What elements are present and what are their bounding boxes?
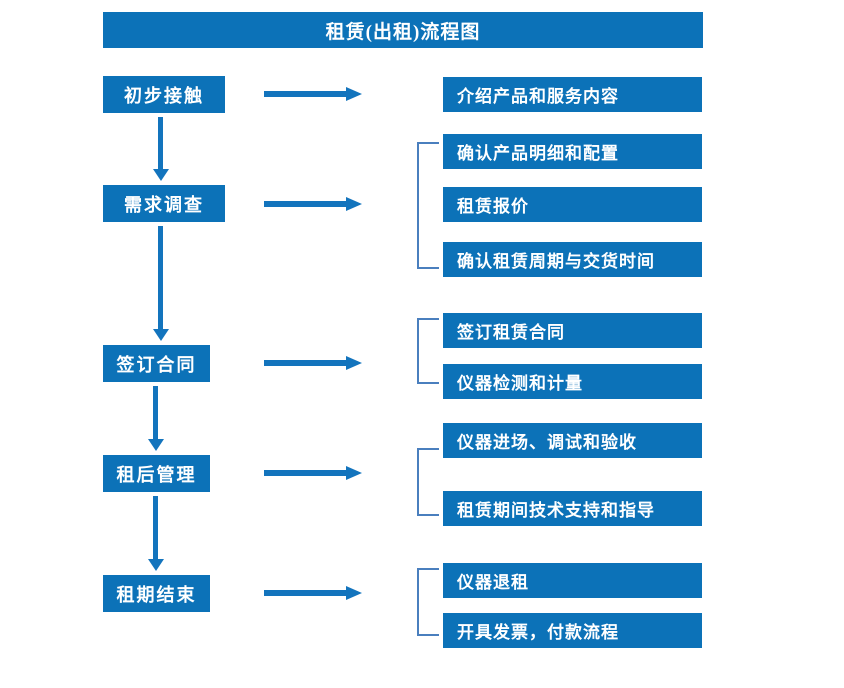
stage-box-post-rental-management[interactable]: 租后管理 [103, 455, 210, 492]
task-box-confirm-lease-period-delivery[interactable]: 确认租赁周期与交货时间 [443, 242, 702, 277]
bracket-icon-group-3 [417, 318, 439, 384]
task-box-invoice-payment-process[interactable]: 开具发票，付款流程 [443, 613, 702, 648]
stage-box-requirement-survey[interactable]: 需求调查 [103, 185, 225, 222]
task-box-introduce-products[interactable]: 介绍产品和服务内容 [443, 77, 702, 112]
down-arrow-icon-initial-to-survey [153, 117, 169, 181]
right-arrow-icon-group-5 [264, 586, 362, 600]
task-box-technical-support-guidance[interactable]: 租赁期间技术支持和指导 [443, 491, 702, 526]
bracket-icon-group-2 [417, 142, 439, 269]
task-box-instrument-entry-debug-acceptance[interactable]: 仪器进场、调试和验收 [443, 423, 702, 458]
task-box-rental-quotation[interactable]: 租赁报价 [443, 187, 702, 222]
task-box-sign-lease-contract[interactable]: 签订租赁合同 [443, 313, 702, 348]
bracket-icon-group-5 [417, 568, 439, 636]
stage-box-lease-end[interactable]: 租期结束 [103, 575, 210, 612]
stage-box-sign-contract[interactable]: 签订合同 [103, 345, 210, 382]
flowchart-title: 租赁(出租)流程图 [103, 12, 703, 48]
stage-box-initial-contact[interactable]: 初步接触 [103, 76, 225, 113]
task-box-instrument-testing-metering[interactable]: 仪器检测和计量 [443, 364, 702, 399]
right-arrow-icon-group-1 [264, 87, 362, 101]
bracket-icon-group-4 [417, 448, 439, 516]
task-box-instrument-return[interactable]: 仪器退租 [443, 563, 702, 598]
down-arrow-icon-contract-to-management [148, 386, 164, 451]
right-arrow-icon-group-4 [264, 466, 362, 480]
right-arrow-icon-group-2 [264, 197, 362, 211]
right-arrow-icon-group-3 [264, 356, 362, 370]
down-arrow-icon-survey-to-contract [153, 226, 169, 341]
down-arrow-icon-management-to-leaseend [148, 496, 164, 571]
task-box-confirm-product-details[interactable]: 确认产品明细和配置 [443, 134, 702, 169]
